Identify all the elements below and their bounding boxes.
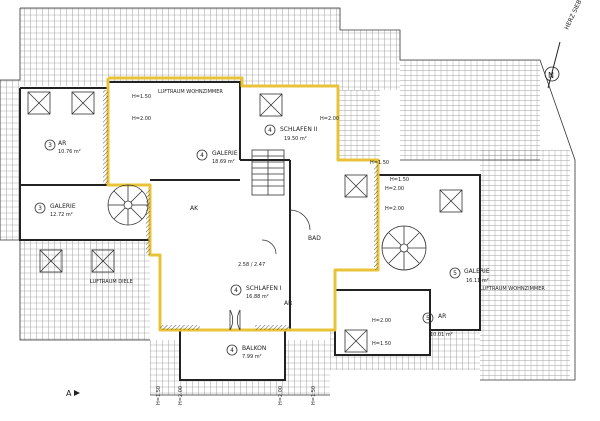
label-height-150-bottom-2: H=1.50 <box>311 386 317 405</box>
north-caption: HERZ SIEB <box>563 0 583 31</box>
room-area: 10.76 m² <box>58 149 81 155</box>
room-area: 16.88 m² <box>246 294 269 300</box>
label-height-200: H=2.00 <box>132 116 151 122</box>
room-number: 4 <box>234 287 238 294</box>
label-height-200-d: H=2.00 <box>385 206 404 212</box>
room-schlafen1: 4 SCHLAFEN I 16.88 m² <box>230 284 282 300</box>
room-number-circle <box>34 202 46 214</box>
stair-spiral-right <box>381 225 427 271</box>
room-number-circle <box>230 284 242 296</box>
label-height-200-c: H=2.00 <box>385 186 404 192</box>
room-number-circle <box>422 312 434 324</box>
room-bad-fill <box>290 160 378 330</box>
label-luftraum-wohnzimmer-right: LUFTRAUM WOHNZIMMER <box>480 286 545 292</box>
section-marker: A <box>66 389 80 398</box>
stair-spiral-left <box>107 184 149 226</box>
room-number: 3 <box>38 205 42 212</box>
label-height-150-d: H=1.50 <box>372 341 391 347</box>
room-number: 4 <box>200 152 204 159</box>
hatch-wall-4 <box>160 325 200 330</box>
label-bad: BAD <box>308 235 321 242</box>
label-height-200-bottom-1: H=2.00 <box>178 386 184 405</box>
label-stair-note: 2.58 / 2.47 <box>238 262 265 268</box>
label-height-200-e: H=2.00 <box>372 318 391 324</box>
room-name: GALERIE <box>464 268 490 275</box>
room-area: 10.01 m² <box>430 332 453 338</box>
room-labels: 3 AR 10.76 m² 3 GALERIE 12.72 m² 4 GALER… <box>34 124 490 360</box>
roof-bottom-left <box>20 240 150 340</box>
label-height-150-bottom-1: H=1.50 <box>156 386 162 405</box>
label-height-150-b: H=1.50 <box>370 160 389 166</box>
room-number-circle <box>44 139 56 151</box>
room-galerie-right: 5 GALERIE 16.11 m² <box>449 267 490 284</box>
roof-right <box>480 150 570 380</box>
room-balkon: 4 BALKON 7.99 m² <box>226 344 266 360</box>
room-number-circle <box>264 124 276 136</box>
room-name: GALERIE <box>212 150 238 157</box>
roof-top-middle <box>340 30 400 90</box>
hatch-wall-2 <box>146 190 150 255</box>
room-number-circle <box>449 267 461 279</box>
room-number-circle <box>226 344 238 356</box>
section-letter: A <box>66 389 72 398</box>
label-height-200-b: H=2.00 <box>320 116 339 122</box>
roof-left-edge <box>0 80 20 240</box>
label-height-150: H=1.50 <box>132 94 151 100</box>
hatched-walls <box>103 90 378 330</box>
room-number: 5 <box>453 270 457 277</box>
room-name: BALKON <box>242 345 266 352</box>
room-number: 5 <box>426 315 430 322</box>
label-ar-small: AR <box>284 300 292 307</box>
stair-straight <box>251 149 285 196</box>
room-name: GALERIE <box>50 203 76 210</box>
room-area: 16.11 m² <box>466 278 489 284</box>
room-name: SCHLAFEN II <box>280 126 318 133</box>
label-height-200-bottom-2: H=2.00 <box>278 386 284 405</box>
skylights <box>27 91 463 353</box>
room-ar-left-fill <box>20 88 108 185</box>
doors <box>229 209 311 331</box>
hatch-wall-3 <box>374 165 378 270</box>
room-name: SCHLAFEN I <box>246 285 282 292</box>
room-area: 12.72 m² <box>50 212 73 218</box>
hatch-wall-1 <box>103 90 108 185</box>
room-ar-left: 3 AR 10.76 m² <box>44 139 81 155</box>
section-arrow-icon <box>74 390 80 396</box>
room-galerie-main: 4 GALERIE 18.69 m² <box>196 149 238 165</box>
roof-top-right <box>400 60 540 160</box>
north-letter: N <box>548 71 554 80</box>
hatch-wall-5 <box>255 325 290 330</box>
label-height-150-c: H=1.50 <box>390 177 409 183</box>
room-area: 7.99 m² <box>242 354 262 360</box>
room-schlafen2: 4 SCHLAFEN II 19.50 m² <box>264 124 318 142</box>
north-circle-icon <box>544 66 560 82</box>
room-number: 4 <box>230 347 234 354</box>
room-lower-left-fill <box>20 185 150 240</box>
room-area: 19.50 m² <box>284 136 307 142</box>
room-schlafen1-fill <box>150 185 290 330</box>
room-ar-right: 5 AR 10.01 m² <box>422 312 453 338</box>
room-number: 4 <box>268 127 272 134</box>
label-luftraum-wohnzimmer: LUFTRAUM WOHNZIMMER <box>158 89 223 95</box>
room-lower-left: 3 GALERIE 12.72 m² <box>34 202 76 218</box>
label-ak: AK <box>190 205 199 212</box>
roof-top-left <box>20 8 340 86</box>
room-number-circle <box>196 149 208 161</box>
annotations: LUFTRAUM WOHNZIMMER LUFTRAUM DIELE LUFTR… <box>90 89 545 405</box>
room-area: 18.69 m² <box>212 159 235 165</box>
room-name: AR <box>438 313 446 320</box>
room-galerie-fill <box>108 82 240 185</box>
room-name: AR <box>58 140 66 147</box>
label-luftraum-diele: LUFTRAUM DIELE <box>90 279 133 285</box>
north-arrow: N HERZ SIEB <box>544 0 583 89</box>
room-schlafen2-fill <box>240 86 338 160</box>
room-number: 3 <box>48 142 52 149</box>
